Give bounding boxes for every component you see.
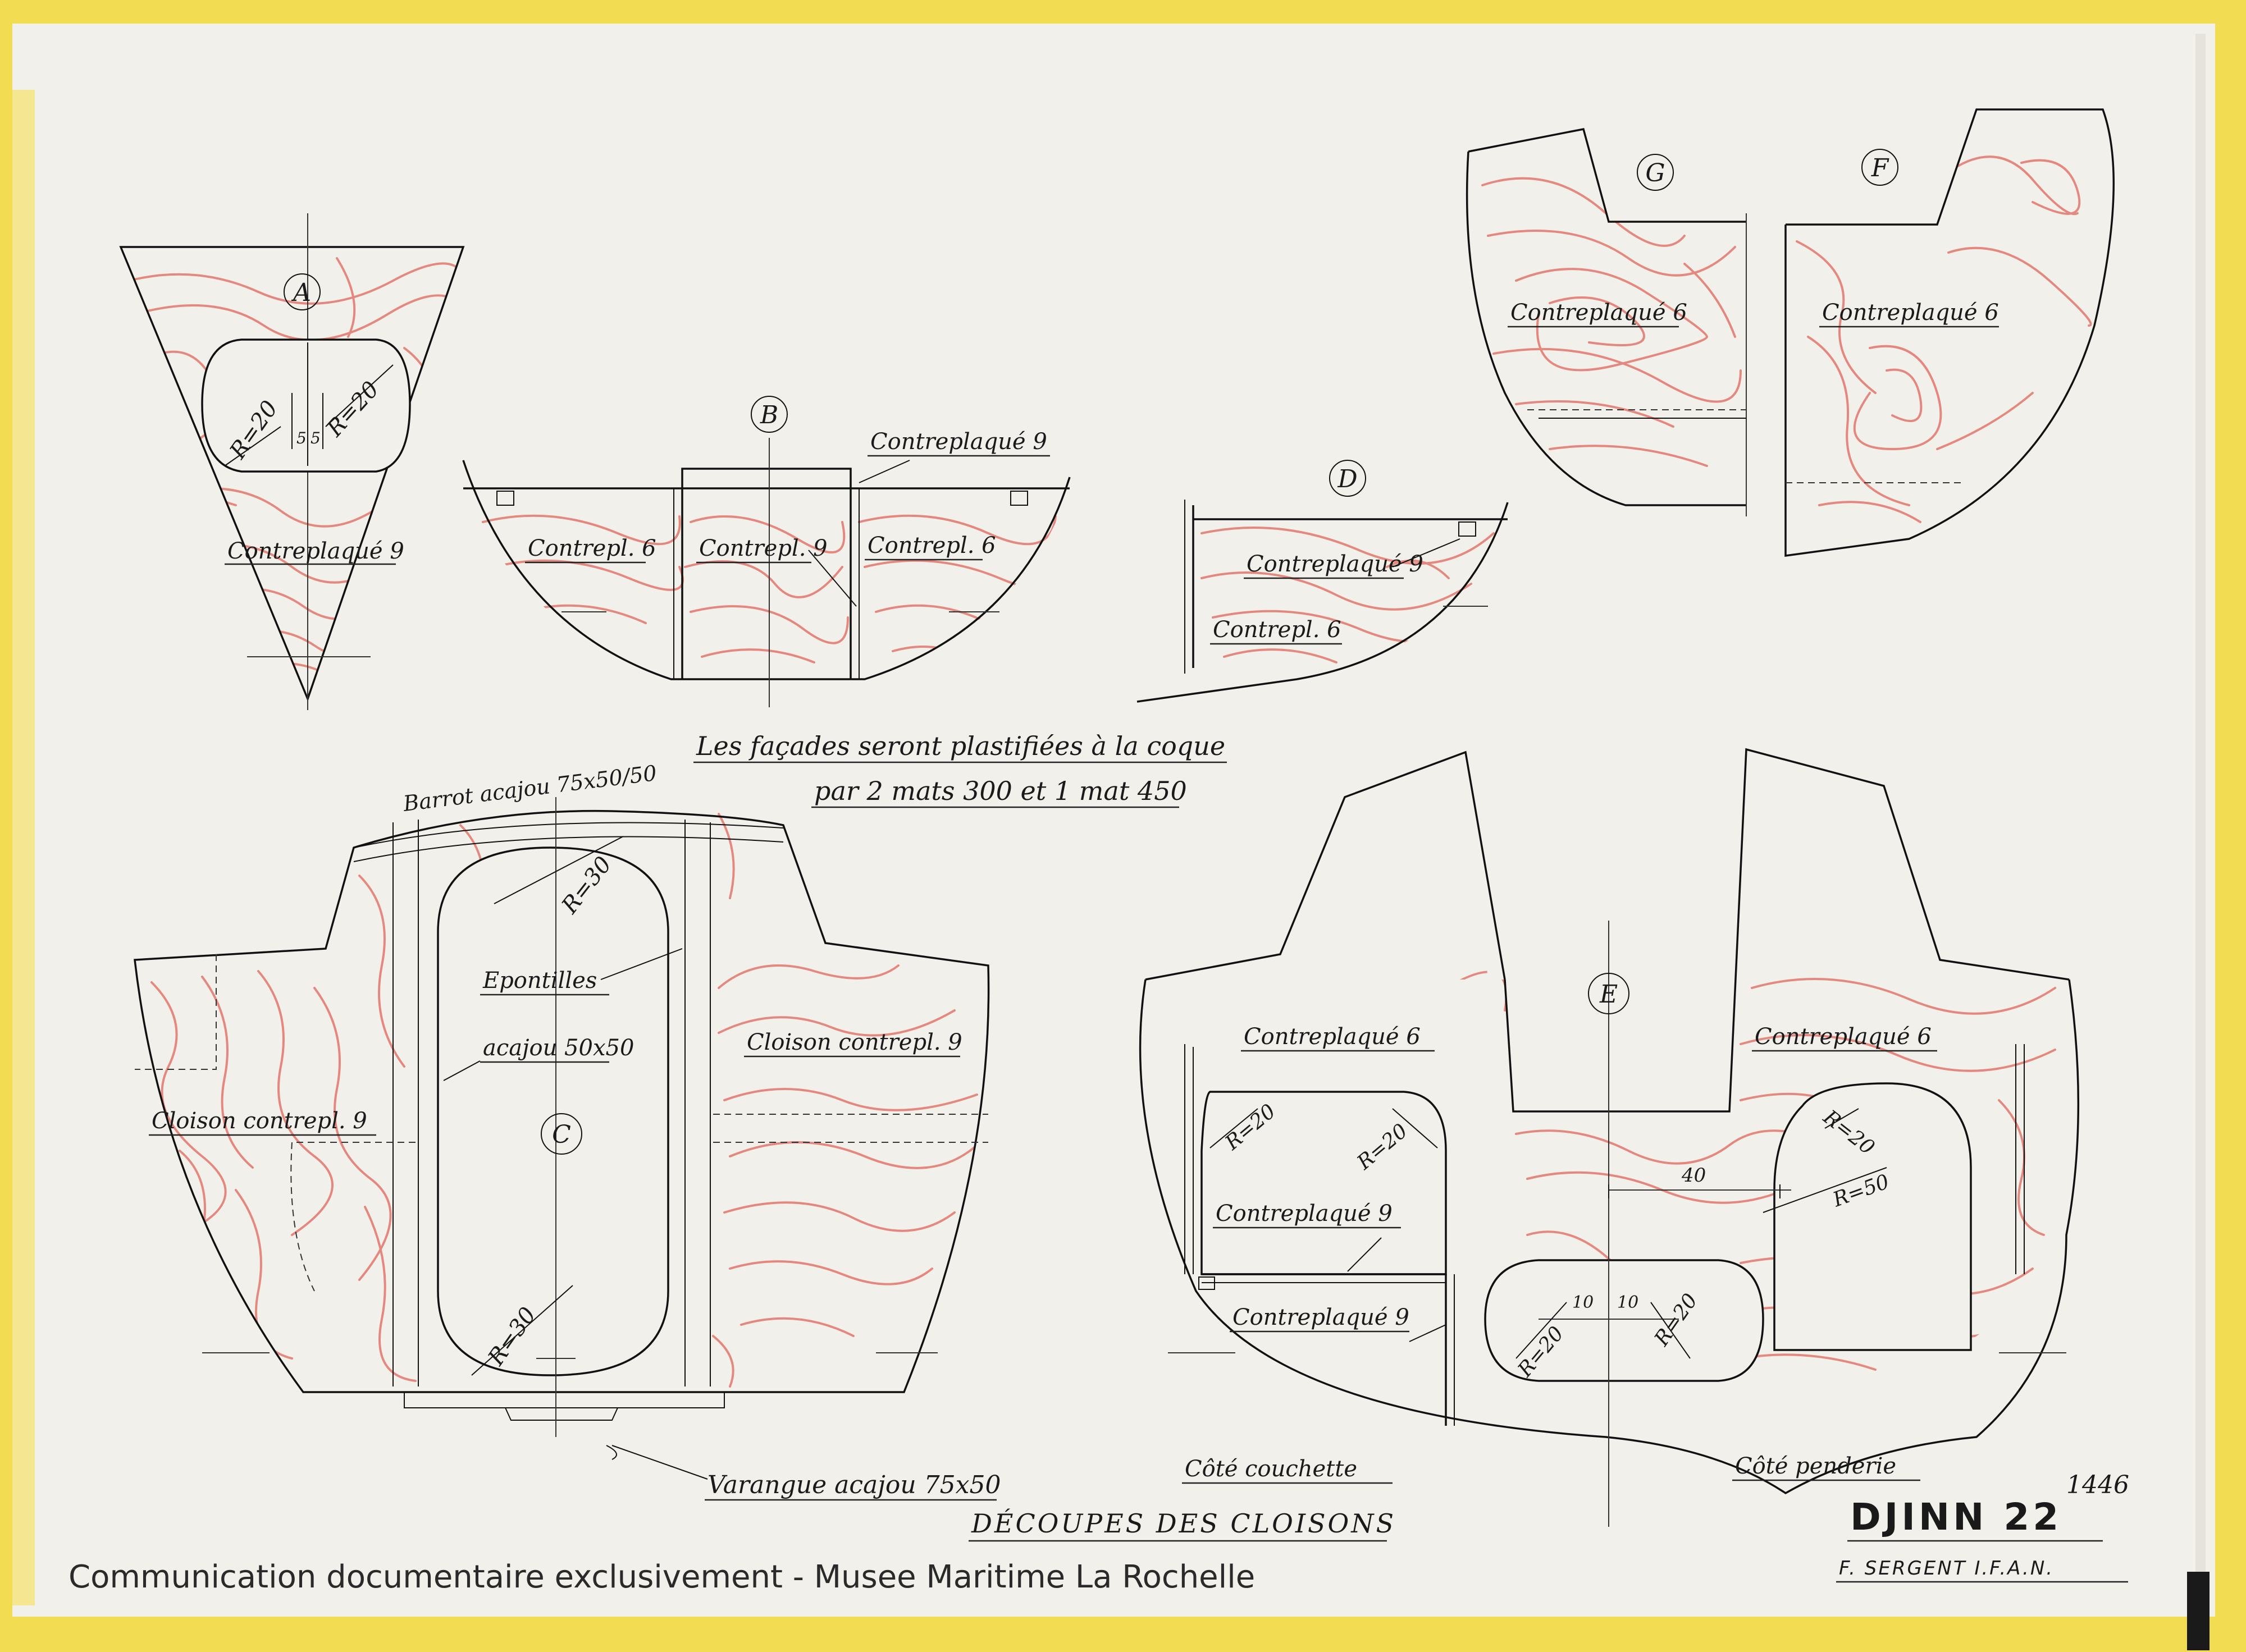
e-low-left: Contreplaqué 9 [1232,1305,1409,1330]
label-c: C [552,1120,571,1149]
label-b: B [760,401,778,429]
panel-b [462,438,1071,707]
a-material: Contreplaqué 9 [227,538,404,564]
panel-g [1466,127,1747,516]
panel-d [1136,500,1509,703]
e-dim-40: 40 [1681,1164,1706,1187]
panel-d-text: Contreplaqué 9 Contrepl. 6 [1210,551,1423,645]
b-center: Contrepl. 9 [699,536,828,561]
note-line1: Les façades seront plastifiées à la coqu… [696,731,1225,761]
c-acajou: acajou 50x50 [483,1035,634,1061]
title-block: DÉCOUPES DES CLOISONS DJINN 22 F. SERGEN… [969,1471,2129,1583]
e-side-right: Côté penderie [1735,1453,1896,1479]
a-dim-5a: 5 [296,429,307,447]
f-material: Contreplaqué 6 [1822,300,1999,326]
d-upper: Contreplaqué 9 [1247,551,1423,577]
label-f: F [1871,154,1889,182]
e-dim-10a: 10 [1572,1293,1594,1312]
label-d: D [1337,465,1357,493]
boat-name: DJINN 22 [1850,1495,2062,1539]
e-side-left: Côté couchette [1185,1456,1357,1482]
e-dim-10b: 10 [1617,1293,1638,1312]
c-barrot: Barrot acajou 75x50/50 [401,761,658,816]
label-g: G [1645,159,1665,187]
c-varangue: Varangue acajou 75x50 [707,1471,1001,1499]
b-right: Contrepl. 6 [868,533,996,559]
c-cloison-left: Cloison contrepl. 9 [152,1108,367,1134]
note-line2: par 2 mats 300 et 1 mat 450 [814,776,1187,806]
designer: F. SERGENT I.F.A.N. [1839,1557,2054,1580]
b-top: Contreplaqué 9 [870,429,1047,455]
e-right-top: Contreplaqué 6 [1755,1024,1932,1050]
panel-b-text: Contreplaqué 9 Contrepl. 6 Contrepl. 9 C… [525,429,1050,564]
panel-c-text: Barrot acajou 75x50/50 R=30 Epontilles a… [149,761,1001,1501]
label-a: A [291,278,311,307]
d-lower: Contrepl. 6 [1213,617,1341,643]
label-e: E [1599,980,1618,1009]
lamination-note: Les façades seront plastifiées à la coqu… [693,731,1227,808]
section-letters: A B D G F C E [291,154,1889,1149]
panel-gf-text: Contreplaqué 6 Contreplaqué 6 [1508,300,1999,328]
section-markers [284,149,1898,1155]
g-material: Contreplaqué 6 [1510,300,1687,326]
c-cloison-right: Cloison contrepl. 9 [747,1029,962,1055]
b-left: Contrepl. 6 [528,536,656,561]
panel-f [1784,108,2115,557]
a-dim-5b: 5 [311,429,321,447]
drawing-heading: DÉCOUPES DES CLOISONS [971,1508,1396,1539]
e-mid-left: Contreplaqué 9 [1216,1201,1393,1227]
c-epontilles: Epontilles [482,968,597,994]
panel-e [1139,748,2080,1527]
e-left-top: Contreplaqué 6 [1244,1024,1421,1050]
archive-watermark: Communication documentaire exclusivement… [69,1559,1255,1595]
drawing-number: 1446 [2066,1471,2129,1499]
